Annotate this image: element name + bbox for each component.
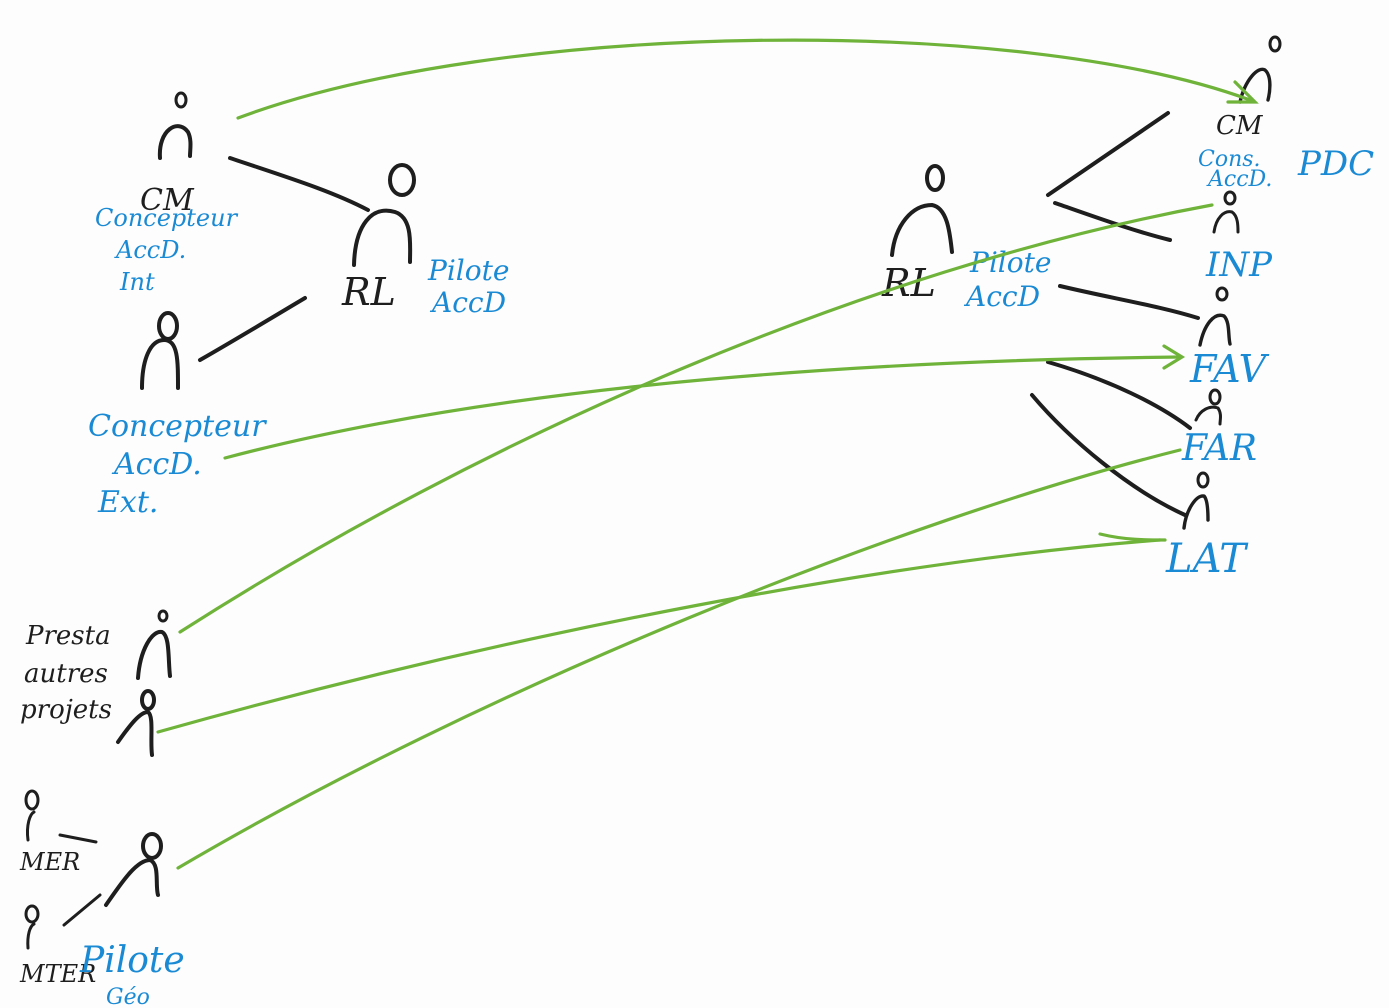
line-rl-to-fav bbox=[1058, 284, 1200, 320]
arrow-concepteur-ext-to-fav bbox=[223, 355, 1182, 460]
figure-pilote-geo bbox=[104, 832, 163, 907]
cm-right-label: CM bbox=[1216, 111, 1264, 141]
figure-cm-right bbox=[1238, 35, 1282, 104]
figure-mer bbox=[24, 789, 40, 842]
far-label: FAR bbox=[1181, 428, 1257, 469]
figure-concepteur-ext bbox=[140, 311, 180, 390]
line-cm-to-rl bbox=[228, 156, 370, 212]
arrow-cm-to-cm-head bbox=[1226, 80, 1259, 104]
line-rl-to-cm bbox=[1046, 111, 1170, 197]
pdc-label: PDC bbox=[1297, 144, 1374, 184]
arrow-presta-to-lat-end bbox=[1098, 532, 1167, 542]
pilote-accd-right-label: Pilote AccD bbox=[963, 246, 1060, 313]
line-concepteur-to-rl bbox=[198, 296, 307, 362]
line-rl-to-lat bbox=[1030, 393, 1187, 517]
rl-left-label: RL bbox=[341, 270, 396, 314]
figure-inp bbox=[1212, 190, 1240, 234]
figure-fav bbox=[1198, 286, 1232, 347]
figure-presta-2 bbox=[116, 689, 156, 757]
line-rl-to-inp bbox=[1053, 201, 1172, 242]
presta-label: Presta autres projets bbox=[20, 621, 119, 725]
arrow-pilote-geo-to-far bbox=[176, 448, 1182, 870]
line-mer-to-pilote-geo bbox=[58, 833, 98, 844]
figure-cm-left bbox=[157, 91, 193, 160]
figure-presta-1 bbox=[136, 609, 172, 680]
inp-label: INP bbox=[1205, 245, 1273, 285]
figure-rl-left bbox=[352, 163, 416, 267]
arrow-presta-to-inp bbox=[178, 203, 1214, 634]
concepteur-int-label: Concepteur AccD. Int bbox=[95, 204, 245, 296]
concepteur-ext-label: Concepteur AccD. Ext. bbox=[88, 409, 275, 520]
arrow-cm-to-cm bbox=[236, 38, 1252, 120]
figure-far bbox=[1194, 388, 1222, 426]
figure-mter bbox=[24, 904, 40, 950]
pilote-geo-label: Pilote Géo bbox=[79, 940, 196, 1008]
arrow-concepteur-ext-to-fav-head bbox=[1162, 344, 1186, 370]
pilote-accd-left-label: Pilote AccD bbox=[427, 254, 518, 319]
fav-label: FAV bbox=[1189, 347, 1270, 391]
figure-lat bbox=[1182, 471, 1210, 530]
arrow-presta-to-lat bbox=[156, 538, 1162, 734]
mer-label: MER bbox=[19, 848, 80, 876]
line-mter-to-pilote-geo bbox=[62, 893, 102, 927]
line-rl-to-far bbox=[1046, 360, 1192, 430]
cons-accd-label: Cons. AccD. bbox=[1198, 147, 1272, 192]
mter-label: MTER bbox=[19, 960, 96, 988]
figure-rl-right bbox=[890, 164, 954, 257]
cm-left-label: CM bbox=[140, 183, 195, 218]
lat-label: LAT bbox=[1165, 536, 1249, 582]
